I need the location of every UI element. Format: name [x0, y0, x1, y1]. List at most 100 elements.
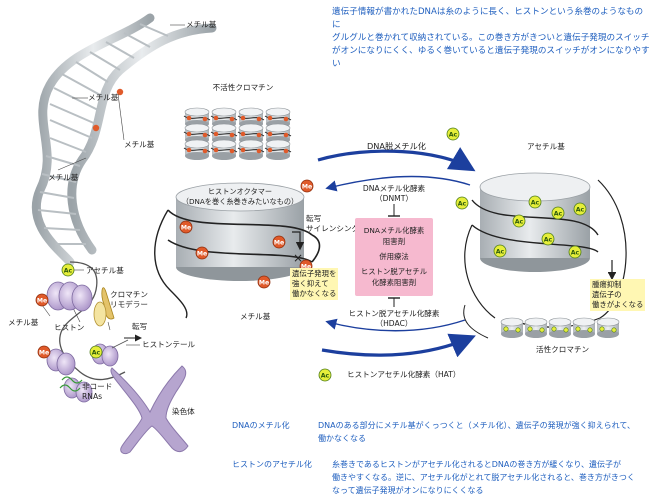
active-nucleosome [548, 317, 572, 338]
acetyl-dot [575, 326, 581, 332]
methyl-dot [267, 147, 273, 153]
left-leaders [41, 24, 185, 346]
methyl-dot [240, 147, 246, 153]
svg-text:Me: Me [274, 239, 284, 246]
inactive-chromatin-stack [183, 107, 292, 160]
intro-line: 遺伝子情報が書かれたDNAは糸のように長く、ヒストンという糸巻のようなものに [332, 7, 644, 30]
active-nucleosome [524, 317, 548, 338]
repress-line: 強く抑えて [292, 279, 329, 288]
methyl-dot [229, 148, 235, 154]
acetyl-dot [587, 327, 593, 333]
def-line: DNAのある部分にメチル基がくっつくと（メチル化）、遺伝子の発現が強く抑えられて… [318, 421, 635, 430]
acetyl-badge: Ac [455, 196, 469, 210]
active-nucleosome [596, 317, 620, 338]
methyl-dot [283, 132, 289, 138]
methyl-label: メチル基 [88, 93, 119, 102]
ncrna-line: RNAs [82, 392, 103, 401]
methyl-dot [256, 132, 262, 138]
therapy-box [355, 218, 433, 296]
activation-arrow [607, 260, 617, 281]
inactive-nucleosome [183, 139, 211, 160]
active-nucleosome [500, 317, 524, 338]
histone-octamer-cylinder [154, 182, 321, 319]
svg-text:Me: Me [39, 349, 49, 356]
histone-label: ヒストン [54, 323, 85, 332]
methyl-label: メチル基 [124, 140, 155, 149]
methyl-badge: Me [272, 235, 286, 249]
acetyl-label: アセチル基 [86, 266, 124, 275]
methyl-label: メチル基 [186, 20, 217, 29]
methyl-dot [186, 115, 192, 121]
methyl-dot [229, 132, 235, 138]
def-line: 糸巻きであるヒストンがアセチル化されるとDNAの巻き方が緩くなり、遺伝子が [332, 460, 622, 469]
methyl-dot [186, 131, 192, 137]
svg-text:Ac: Ac [554, 210, 563, 217]
remodeler-line: リモデラー [110, 300, 148, 309]
acetyl-label-right: アセチル基 [527, 142, 565, 151]
octamer-line: ヒストンオクタマー [207, 187, 273, 196]
methyl-label: メチル基 [48, 173, 79, 182]
svg-text:Me: Me [259, 279, 269, 286]
methyl-dot [213, 147, 219, 153]
acetyl-dot [563, 327, 569, 333]
svg-text:Ac: Ac [576, 206, 585, 213]
svg-text:Me: Me [37, 297, 47, 304]
acetyl-badge: Ac [528, 195, 542, 209]
methyl-dot [202, 116, 208, 122]
methyl-label: メチル基 [8, 318, 39, 327]
svg-text:Me: Me [197, 250, 207, 257]
methyl-dot [202, 148, 208, 154]
intro-line: がオンになりにくく、ゆるく巻いていると遺伝子発現のスイッチがオンになりやすい [332, 46, 650, 69]
suppress-line: 腫瘍抑制 [592, 280, 622, 289]
hat-label: ヒストンアセチル化酵素（HAT） [347, 370, 461, 379]
ncrna-line: 非コード [82, 382, 113, 391]
remodeler-line: クロマチン [110, 290, 148, 299]
svg-text:Ac: Ac [321, 372, 330, 379]
dnmt-line: （DNMT） [375, 194, 413, 203]
hdac-label: ヒストン脱アセチル化酵素 （HDAC） [349, 309, 440, 329]
def-line: 働かなくなる [318, 434, 366, 443]
silencing-label: 転写 サイレンシング [306, 214, 359, 234]
methyl-badge: Me [37, 345, 51, 359]
svg-text:Ac: Ac [496, 248, 505, 255]
acetyl-badge: Ac [61, 263, 75, 277]
active-chromatin-row [463, 304, 620, 339]
methyl-dot [267, 115, 273, 121]
methyl-dot [240, 115, 246, 121]
def-term-methylation: DNAのメチル化 [232, 421, 290, 430]
def-line: なって遺伝子発現がオンになりにくくなる [332, 486, 484, 495]
remodeler-label: クロマチン リモデラー [110, 290, 148, 310]
methyl-dot [256, 116, 262, 122]
methyl-dot [283, 116, 289, 122]
inactive-nucleosome [264, 139, 292, 160]
acetyl-badge: Ac [512, 214, 526, 228]
svg-text:Ac: Ac [544, 236, 553, 243]
def-text-acetylation: 糸巻きであるヒストンがアセチル化されるとDNAの巻き方が緩くなり、遺伝子が 働き… [332, 458, 648, 497]
hdac-line: ヒストン脱アセチル化酵素 [348, 309, 440, 318]
methyl-badge: Me [179, 220, 193, 234]
silencing-line: 転写 [306, 214, 322, 223]
acetyl-dot [503, 326, 509, 332]
inactive-nucleosome [237, 139, 265, 160]
chromosome-shape [110, 365, 189, 455]
methyl-dot [256, 148, 262, 154]
methyl-dot [229, 116, 235, 122]
svg-text:Ac: Ac [571, 249, 580, 256]
intro-line: グルグルと巻かれて収納されている。この巻き方がきついと遺伝子発現のスイッチ [332, 33, 650, 43]
acetyl-badge: Ac [541, 232, 555, 246]
acetyl-badge: Ac [551, 206, 565, 220]
methyl-dot [240, 131, 246, 137]
dnmt-line: DNAメチル化酵素 [362, 184, 426, 193]
dna-demethylation-label: DNA脱メチル化 [367, 141, 426, 151]
suppress-line: 働きがよくなる [592, 300, 644, 309]
methyl-dot [213, 115, 219, 121]
svg-text:Ac: Ac [449, 131, 458, 138]
octamer-label: ヒストンオクタマー （DNAを巻く糸巻きみたいなもの） [182, 187, 298, 207]
methyl-badge: Me [35, 293, 49, 307]
octamer-line: （DNAを巻く糸巻きみたいなもの） [181, 197, 299, 206]
repress-callout: 遺伝子発現を 強く抑えて 働かなくなる [290, 268, 339, 300]
left-nucleosome-cluster [46, 261, 142, 403]
ncrna-label: 非コード RNAs [82, 382, 112, 402]
def-line: 働きやすくなる。逆に、アセチル化がとれて脱アセチル化されると、巻き方がきつく [332, 473, 635, 482]
repress-line: 遺伝子発現を [292, 269, 337, 278]
